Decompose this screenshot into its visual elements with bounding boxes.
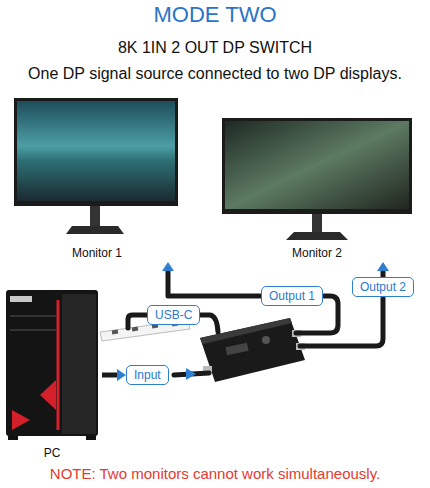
tag-label: Output 2 xyxy=(360,280,406,294)
device-label: Monitor 2 xyxy=(292,246,342,260)
flow-arrowhead xyxy=(186,368,196,380)
monitor-illustration xyxy=(14,98,178,234)
monitor: Monitor 1 xyxy=(12,96,182,262)
description-row: One DP signal source connected to two DP… xyxy=(0,64,430,84)
monitor-illustration xyxy=(222,118,412,240)
arrowhead xyxy=(162,262,174,271)
cable-connector xyxy=(377,262,389,277)
device-label: PC xyxy=(44,446,61,460)
title: MODE TWO xyxy=(153,2,276,28)
subtitle: 8K 1IN 2 OUT DP SWITCH xyxy=(118,38,312,58)
arrowhead xyxy=(377,262,389,271)
port-tag: Input xyxy=(126,365,169,385)
device-label: Monitor 1 xyxy=(72,246,122,260)
tag-label: USB-C xyxy=(155,308,192,322)
description: One DP signal source connected to two DP… xyxy=(28,64,402,84)
title-row: MODE TWO xyxy=(0,2,430,28)
tag-label: Input xyxy=(134,368,161,382)
port-tag: Output 2 xyxy=(352,277,414,297)
cable xyxy=(168,267,261,296)
pc: PC xyxy=(2,288,102,462)
monitor: Monitor 2 xyxy=(220,116,414,262)
cable xyxy=(128,296,383,375)
note: NOTE: Two monitors cannot work simultane… xyxy=(50,464,380,483)
port-tag: USB-C xyxy=(147,305,200,325)
tag-label: Output 1 xyxy=(269,289,315,303)
pc-tower xyxy=(6,290,98,440)
port-tag: Output 1 xyxy=(261,286,323,306)
subtitle-row: 8K 1IN 2 OUT DP SWITCH xyxy=(0,38,430,58)
arrowhead xyxy=(117,369,126,381)
cable-connector xyxy=(162,262,261,296)
cable-connector xyxy=(102,369,126,381)
note-row: NOTE: Two monitors cannot work simultane… xyxy=(0,464,430,483)
